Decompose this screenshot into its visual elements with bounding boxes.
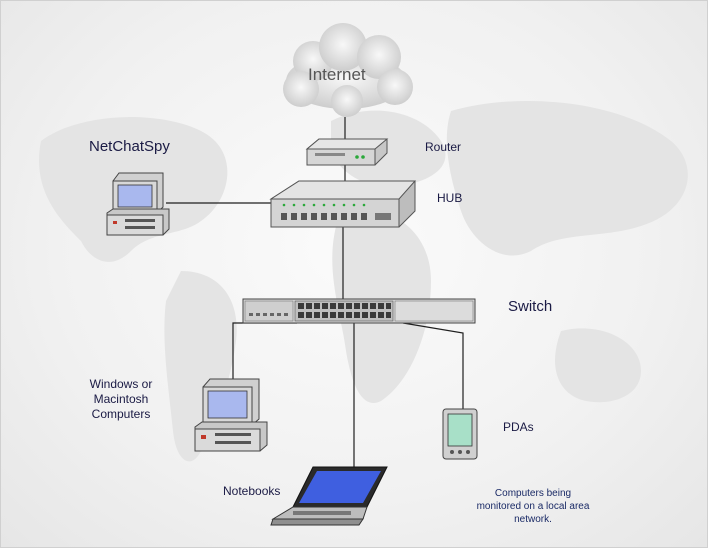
internet-label: Internet [308, 65, 366, 84]
router-label: Router [425, 140, 462, 154]
windows-mac-line-2: Macintosh [93, 392, 149, 406]
monitored-note-line-1: Computers being [494, 488, 572, 499]
windows-mac-line-1: Windows or [89, 377, 153, 391]
switch-pda-link [402, 322, 464, 409]
windows-mac-label: Windows or Macintosh Computers [79, 377, 163, 422]
switch-label: Switch [508, 298, 553, 315]
netchatspy-label: NetChatSpy [89, 138, 170, 155]
windows-mac-line-3: Computers [91, 407, 151, 421]
monitored-note: Computers being monitored on a local are… [463, 487, 603, 526]
monitored-note-line-2: monitored on a local area [476, 501, 590, 512]
hub-label: HUB [437, 191, 463, 205]
pdas-label: PDAs [503, 420, 534, 434]
notebooks-label: Notebooks [223, 484, 281, 498]
monitored-note-line-3: network. [514, 514, 552, 525]
